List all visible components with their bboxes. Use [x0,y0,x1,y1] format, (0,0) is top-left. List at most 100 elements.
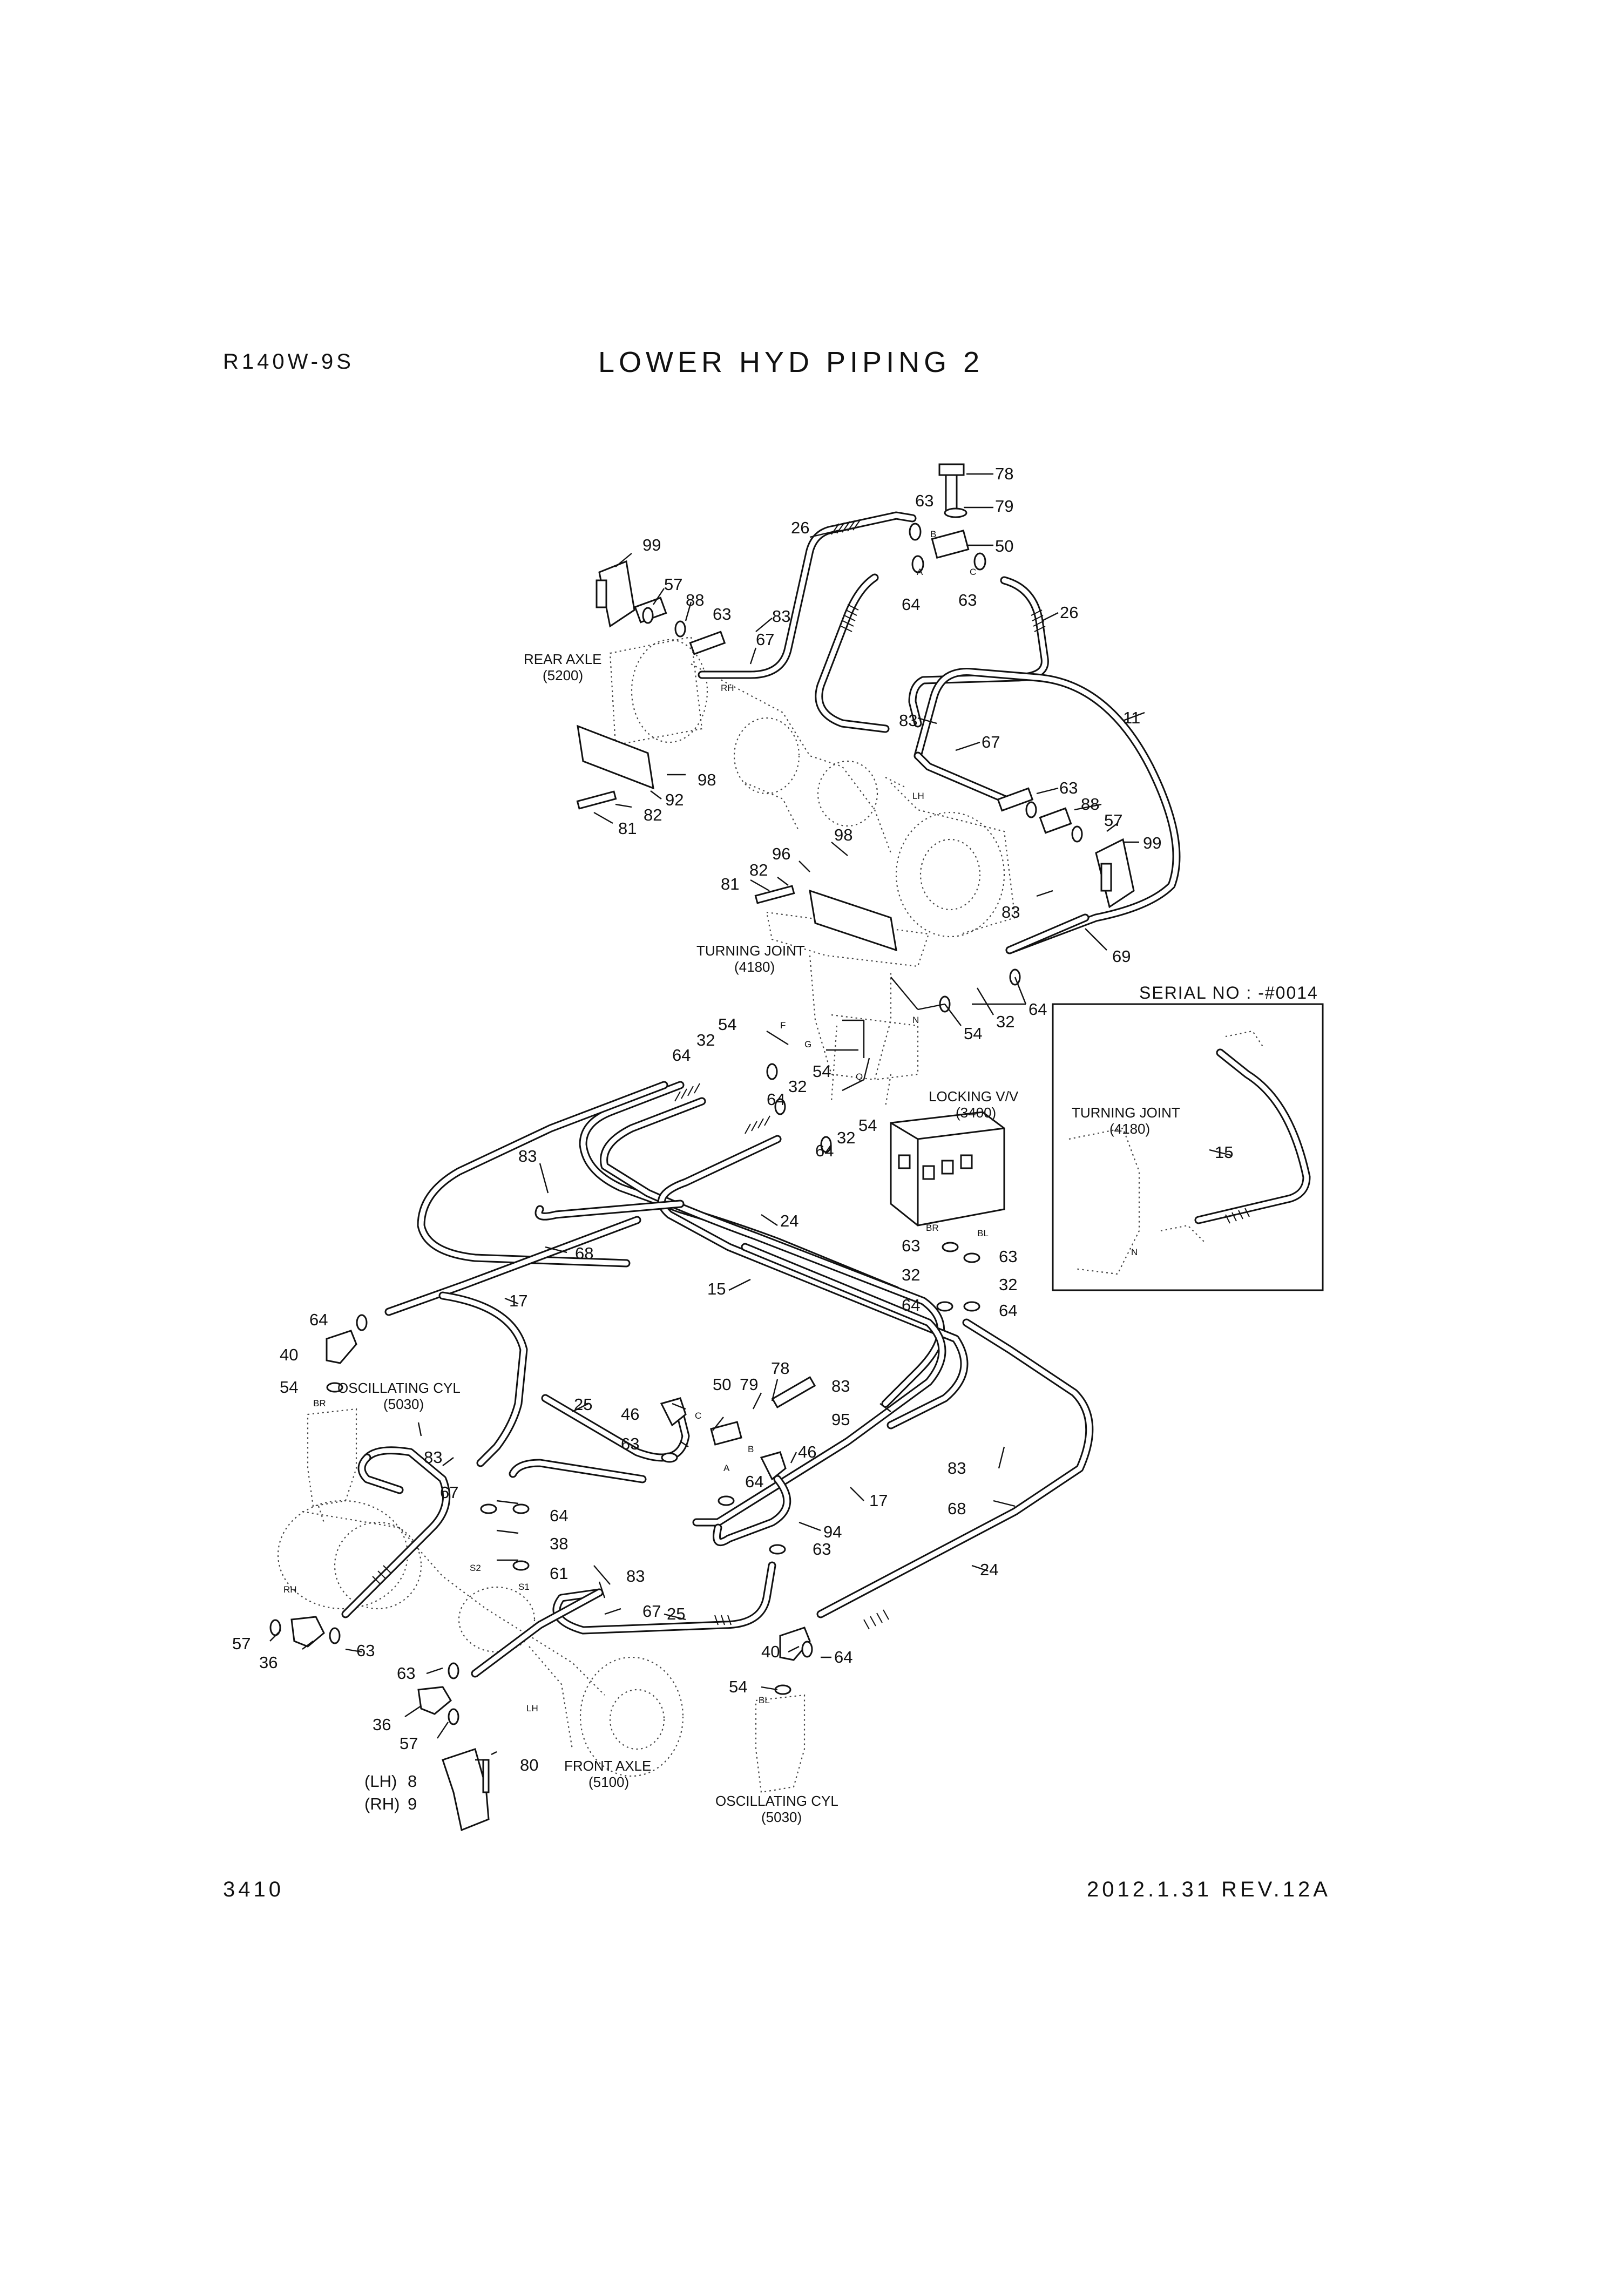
callout: 63 [915,491,933,510]
diagram-label: Q [856,1072,863,1082]
diagram-label: LH [526,1703,538,1713]
osc-cyl-left-name: OSCILLATING CYL [337,1380,461,1396]
callout: 99 [1143,834,1161,852]
callout: 57 [664,575,682,594]
page-number: 3410 [223,1878,284,1901]
callout: 57 [400,1734,418,1753]
turning-joint-name: TURNING JOINT [696,943,805,959]
callout: 78 [995,464,1013,483]
turning-joint-ghost [766,911,930,1107]
bolt-part-80: 80 [520,1756,538,1774]
inset-serial-box [1052,1003,1324,1291]
inset-port-n: N [1131,1247,1138,1257]
bracket-lh-part: 8 [408,1772,417,1791]
callout: 79 [740,1375,758,1394]
callout: 63 [621,1434,639,1453]
callout: 25 [667,1604,685,1623]
front-axle-name: FRONT AXLE [564,1758,651,1774]
callout: 63 [999,1247,1017,1266]
callout: 69 [1112,947,1131,966]
callout: 64 [902,1296,920,1315]
locking-valve-code: (3400) [956,1105,996,1121]
callout: 32 [837,1128,855,1147]
callout: 64 [309,1310,328,1329]
diagram-label: RH [283,1584,297,1595]
leader-lines [269,473,1231,1761]
callout: 36 [259,1653,278,1672]
rear-axle-ghost [609,636,1016,938]
callout: 40 [280,1345,298,1364]
diagram-label: F [780,1020,786,1031]
callout: 64 [902,595,920,614]
callout: 67 [756,630,774,649]
locking-valve-name: LOCKING V/V [929,1088,1019,1105]
callout: 98 [834,825,852,844]
o-rings [269,523,1083,1725]
callout: 82 [749,861,768,879]
diagram-label: N [912,1015,919,1025]
callout: 54 [280,1378,298,1397]
callout: 54 [964,1024,982,1043]
callout: 17 [869,1491,888,1510]
diagram-label: LH [912,791,924,801]
callout: 32 [999,1275,1017,1294]
front-axle-code: (5100) [588,1774,629,1790]
callout: 32 [996,1012,1014,1031]
diagram-label: BR [313,1398,326,1408]
callout: 78 [771,1359,789,1378]
component-labels: REAR AXLE (5200) TURNING JOINT (4180) LO… [337,651,1318,1825]
callout: 32 [788,1077,807,1096]
callout: 79 [995,497,1013,516]
callout: 40 [761,1642,780,1661]
callout: 83 [626,1567,645,1586]
callout: 63 [397,1664,415,1683]
diagram-label: S2 [470,1563,481,1573]
diagram-label: B [930,529,936,539]
callout: 61 [550,1564,568,1583]
callout: 24 [780,1211,799,1230]
model-number: R140W-9S [223,350,354,374]
callout: 82 [644,805,662,824]
callout: 64 [672,1046,691,1065]
callout: 96 [772,844,790,863]
callout: 68 [948,1499,966,1518]
diagram-label: A [917,567,923,577]
callout: 98 [698,770,716,789]
serial-number-label: SERIAL NO : -#0014 [1139,983,1318,1002]
inset-part-15: 15 [1215,1143,1233,1162]
callout: 63 [356,1641,375,1660]
callout: 17 [509,1291,527,1310]
inset-turning-joint-name: TURNING JOINT [1072,1105,1180,1121]
callout: 36 [373,1715,391,1734]
callout: 67 [440,1483,458,1502]
callout: 54 [729,1677,747,1696]
callout: 54 [813,1062,831,1081]
callout: 83 [899,711,917,730]
diagram-label: G [804,1039,811,1049]
diagram-label: RH [721,683,734,693]
callout: 54 [718,1015,736,1034]
callout: 46 [621,1405,639,1424]
callout: 15 [707,1279,726,1298]
callout: 38 [550,1534,568,1553]
pipe-network [341,511,1311,1678]
port-letters: RH LH F G N Q BR BL BR BL A B C A B C S1… [283,529,989,1713]
fittings [290,463,1135,1832]
callout: 63 [713,605,731,624]
osc-cyl-right-name: OSCILLATING CYL [715,1793,838,1809]
callout: 64 [550,1506,568,1525]
turning-joint-code: (4180) [734,959,775,975]
oscillating-cyl-left-ghost [307,1408,357,1523]
callout: 68 [575,1244,593,1263]
diagram-label: C [695,1411,701,1421]
callout: 99 [642,536,661,554]
callout: 64 [767,1090,785,1109]
page-title: LOWER HYD PIPING 2 [598,346,984,378]
callout: 64 [834,1648,852,1666]
bracket-rh-label: (RH) [364,1794,400,1813]
osc-cyl-left-code: (5030) [383,1396,424,1412]
callout: 26 [791,518,809,537]
diagram-label: BL [977,1228,989,1238]
callout: 83 [518,1147,537,1166]
callout: 32 [902,1265,920,1284]
